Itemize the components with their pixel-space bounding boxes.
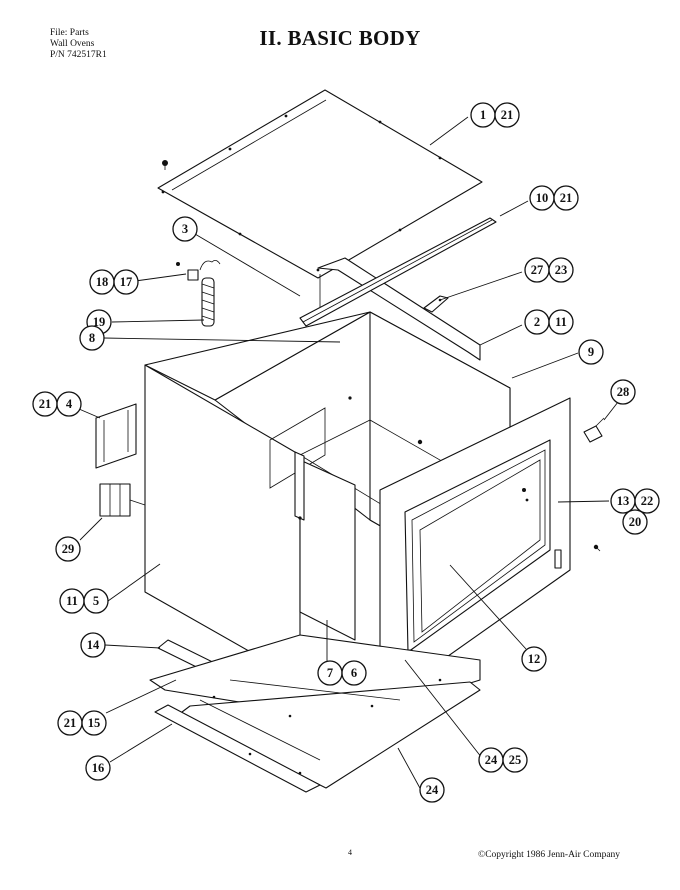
callout-number: 7 — [327, 666, 333, 680]
top-panel — [157, 89, 483, 279]
callout-number: 8 — [89, 331, 95, 345]
page-number: 4 — [348, 848, 352, 857]
callout-9: 9 — [578, 339, 604, 365]
callout-number: 12 — [528, 652, 541, 666]
junction-block — [99, 483, 146, 517]
callout-18-17: 18 17 — [89, 269, 139, 295]
callout-number: 27 — [531, 263, 544, 277]
callout-number: 11 — [66, 594, 78, 608]
callout-number: 29 — [62, 542, 75, 556]
callout-number: 10 — [536, 191, 549, 205]
callout-3: 3 — [172, 216, 198, 242]
callout-12: 12 — [521, 646, 547, 672]
callout-number: 19 — [93, 315, 106, 329]
callout-number: 4 — [66, 397, 73, 411]
callout-number: 23 — [555, 263, 568, 277]
wiring-conduit — [176, 260, 221, 327]
callout-27-23: 27 23 — [524, 257, 574, 283]
file-info: File: Parts Wall Ovens P/N 742517R1 — [50, 28, 107, 61]
callout-21-4: 21 4 — [32, 391, 82, 417]
file-line: Wall Ovens — [50, 39, 95, 49]
callout-number: 21 — [501, 108, 514, 122]
callout-number: 22 — [641, 494, 654, 508]
callout-number: 3 — [182, 222, 188, 236]
callout-number: 21 — [64, 716, 77, 730]
callout-number: 1 — [480, 108, 486, 122]
callout-number: 21 — [560, 191, 573, 205]
callout-number: 6 — [351, 666, 357, 680]
callout-number: 2 — [534, 315, 540, 329]
callout-number: 5 — [93, 594, 99, 608]
callout-19: 19 — [86, 309, 112, 335]
callout-number: 16 — [92, 761, 105, 775]
callout-24-25: 24 25 — [478, 747, 528, 773]
callout-24: 24 — [419, 777, 445, 803]
page-title: II. BASIC BODY — [259, 26, 421, 50]
callout-number: 25 — [509, 753, 522, 767]
front-trim-bar — [299, 217, 497, 327]
screw-icon — [162, 160, 168, 170]
callout-16: 16 — [85, 755, 111, 781]
leader-lines — [71, 116, 619, 791]
file-line: P/N 742517R1 — [50, 50, 107, 60]
callout-number: 20 — [629, 515, 642, 529]
callout-1-21: 1 21 — [470, 102, 520, 128]
callout-number: 18 — [96, 275, 109, 289]
callout-number: 13 — [617, 494, 630, 508]
callout-13-22-20: 13 22 20 — [610, 488, 660, 535]
callout-number: 17 — [120, 275, 133, 289]
callout-29: 29 — [55, 536, 81, 562]
callout-14: 14 — [80, 632, 106, 658]
copyright-notice: ©Copyright 1986 Jenn-Air Company — [478, 850, 621, 860]
callout-7-6: 7 6 — [317, 660, 367, 686]
callout-28: 28 — [610, 379, 636, 405]
callout-number: 14 — [87, 638, 100, 652]
callout-8: 8 — [79, 325, 105, 351]
screw-icon — [593, 544, 601, 552]
callout-number: 9 — [588, 345, 594, 359]
callout-number: 11 — [555, 315, 567, 329]
hinge-icon — [583, 417, 605, 443]
callout-10-21: 10 21 — [529, 185, 579, 211]
callout-number: 24 — [426, 783, 439, 797]
callout-21-15: 21 15 — [57, 710, 107, 736]
callout-number: 24 — [485, 753, 498, 767]
bottom-frame — [149, 634, 481, 793]
callout-number: 28 — [617, 385, 630, 399]
callout-number: 21 — [39, 397, 52, 411]
callout-11-5: 11 5 — [59, 588, 109, 614]
side-bracket — [95, 403, 137, 469]
callout-2-11: 2 11 — [524, 309, 574, 335]
callout-number: 15 — [88, 716, 101, 730]
file-line: File: Parts — [50, 28, 89, 38]
